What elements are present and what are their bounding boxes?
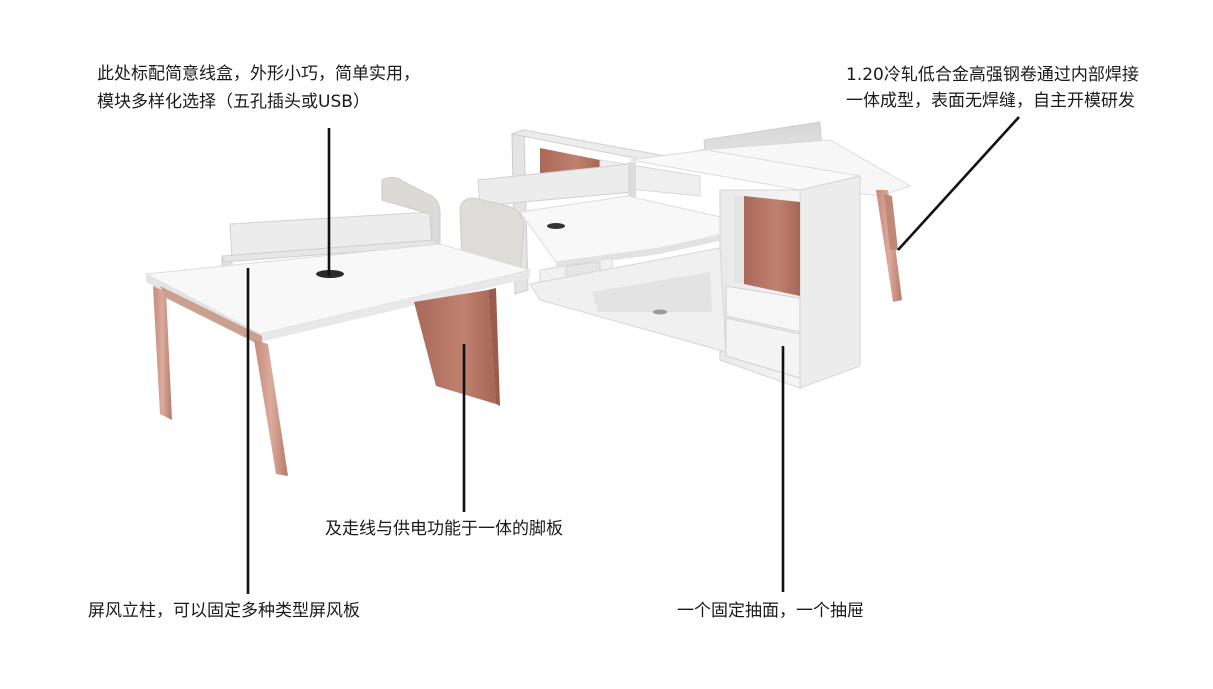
annotation-screen-post: 屏风立柱，可以固定多种类型屏风板 [88, 597, 360, 625]
front-desktop-edge-2 [260, 270, 530, 342]
long-unit-cutout [592, 272, 712, 312]
annotation-cable-box-line-1: 此处标配简意线盒，外形小巧，简单实用， [97, 64, 420, 84]
front-leg-left [153, 286, 172, 420]
annotation-cable-box-line-2: 模块多样化选择（五孔插头或USB） [97, 92, 370, 112]
callout-lines [246, 116, 1020, 594]
annotation-steel-line-1: 1.20冷轧低合金高强钢卷通过内部焊接 [846, 65, 1139, 85]
annotation-steel-line-2: 一体成型，表面无焊缝，自主开模研发 [846, 91, 1135, 111]
cabinet-copper-panel [744, 196, 800, 296]
cabinet-panel-frame [734, 196, 744, 284]
copper-baseboard-side [488, 288, 500, 406]
front-left-desk [144, 176, 532, 476]
middle-desk [459, 162, 761, 301]
annotation-drawers: 一个固定抽面，一个抽屉 [677, 597, 864, 625]
front-leg-main [254, 340, 288, 476]
annotation-screen-post-line-1: 屏风立柱，可以固定多种类型屏风板 [88, 601, 360, 621]
middle-grommet [547, 223, 565, 229]
copper-baseboard [414, 290, 496, 404]
drawer-fixed-face [725, 285, 801, 333]
front-leg-cross [160, 286, 262, 346]
annotation-steel: 1.20冷轧低合金高强钢卷通过内部焊接 一体成型，表面无焊缝，自主开模研发 [846, 62, 1139, 114]
back-right-leg [876, 190, 902, 302]
middle-desktop-edge [556, 226, 760, 268]
annotation-drawers-line-1: 一个固定抽面，一个抽屉 [677, 601, 864, 621]
callout-steel [897, 116, 1020, 251]
base-grommet [653, 309, 667, 315]
annotation-cable-box: 此处标配简意线盒，外形小巧，简单实用， 模块多样化选择（五孔插头或USB） [97, 60, 420, 116]
annotation-baseboard: 及走线与供电功能于一体的脚板 [325, 515, 563, 543]
cabinet-side [799, 175, 861, 389]
back-right-leg-2 [884, 194, 898, 250]
annotation-baseboard-line-1: 及走线与供电功能于一体的脚板 [325, 519, 563, 539]
front-fabric-screen [381, 176, 441, 249]
storage-cabinet [529, 149, 861, 389]
